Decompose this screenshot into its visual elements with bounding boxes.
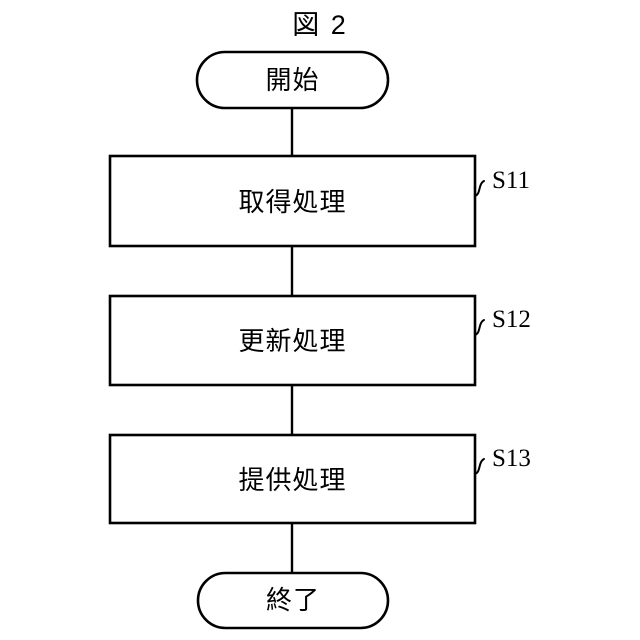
process-box-s11[interactable] xyxy=(108,154,477,248)
terminator-end-label: 終了 xyxy=(266,585,320,615)
leader-line-s13-icon xyxy=(474,458,485,475)
step-tag-s11: S11 xyxy=(492,167,530,194)
terminator-start[interactable] xyxy=(195,50,390,110)
process-box-s12[interactable] xyxy=(108,294,477,387)
leader-line-s12-icon xyxy=(474,319,485,336)
process-box-s13[interactable] xyxy=(108,433,477,525)
process-box-s11-label: 取得処理 xyxy=(238,187,346,217)
step-tag-s13: S13 xyxy=(492,445,531,472)
terminator-end[interactable] xyxy=(196,571,390,630)
process-box-s12-label: 更新処理 xyxy=(238,326,346,356)
leader-line-s11-icon xyxy=(474,180,485,197)
terminator-start-label: 開始 xyxy=(265,65,319,95)
figure-title: 図 2 xyxy=(292,10,348,40)
step-tag-s12: S12 xyxy=(492,306,531,333)
process-box-s13-label: 提供処理 xyxy=(238,465,346,495)
